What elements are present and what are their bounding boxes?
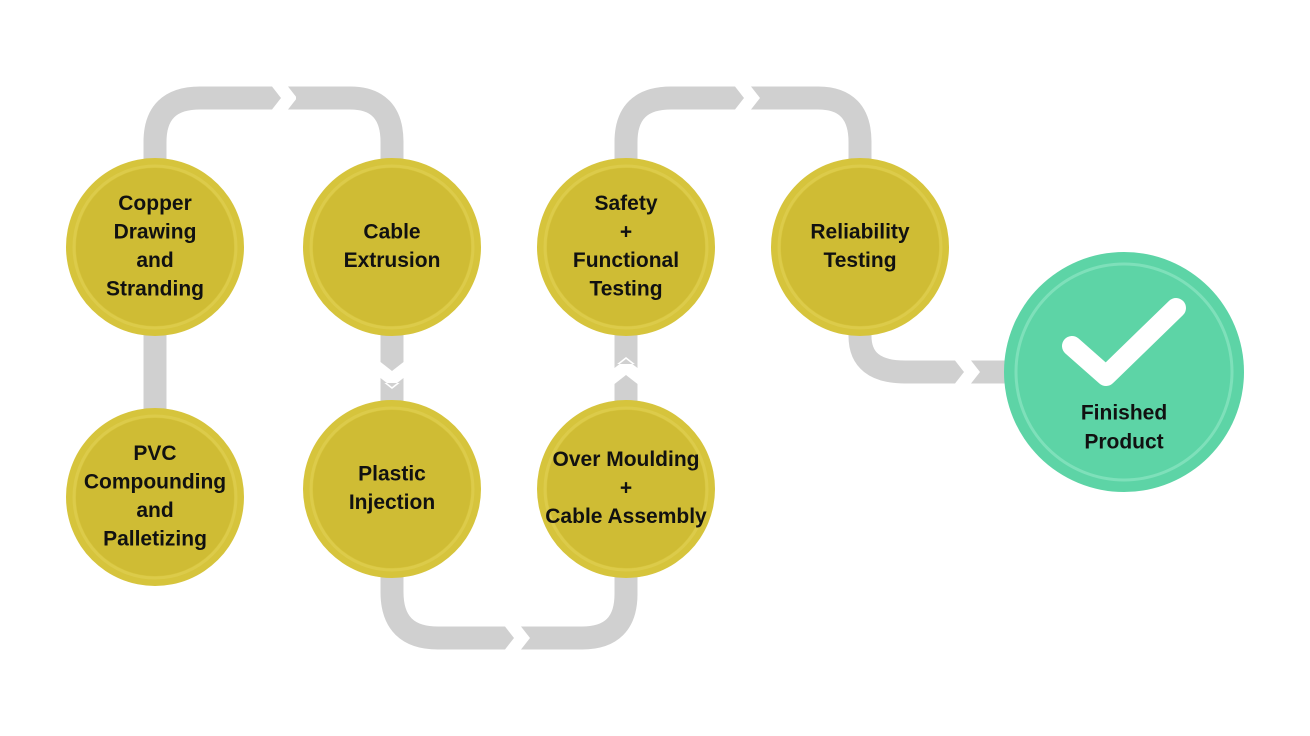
arrow-tail-bottom xyxy=(521,626,545,650)
stage-circle-inner xyxy=(76,168,234,326)
arrow-head-final xyxy=(955,360,964,384)
checkmark-icon xyxy=(1062,298,1186,386)
stage-label-line: and xyxy=(136,249,173,272)
stage-label-line: Plastic xyxy=(358,462,426,485)
final-label-line: Finished xyxy=(1081,402,1167,425)
arrow-notch-up xyxy=(614,357,638,378)
stage-label-line: PVC xyxy=(133,442,176,465)
connector-layer xyxy=(143,86,1015,650)
stage-label-line: Compounding xyxy=(84,470,226,493)
stage-circle-inner xyxy=(547,410,705,568)
connector-injection-to-moulding-right xyxy=(544,570,638,650)
connector-safety-to-reliability-left xyxy=(614,86,735,170)
final-circle-ring xyxy=(1014,262,1234,482)
stage-label-line: Drawing xyxy=(114,220,197,243)
stage-label-line: Copper xyxy=(118,192,192,215)
arrow-tail-2 xyxy=(751,86,775,110)
final-label-line: Product xyxy=(1084,431,1163,454)
stage-circle-ring xyxy=(777,164,943,330)
stage-circle-ring xyxy=(72,414,238,580)
stage-circle-ring xyxy=(309,164,475,330)
stage-label-line: Testing xyxy=(589,277,662,300)
arrow-notch xyxy=(288,86,297,110)
arrow-tail-up xyxy=(614,359,638,368)
stage-circle-ring xyxy=(543,406,709,572)
stage-label-line: Stranding xyxy=(106,277,204,300)
connector-copper-to-extrusion-left xyxy=(143,86,272,170)
stage-circle-ring xyxy=(72,164,238,330)
connector-reliability-to-final xyxy=(848,330,955,384)
arrow-head-up xyxy=(614,375,638,384)
connector-injection-to-moulding-left xyxy=(380,570,505,650)
stage-circle-inner xyxy=(313,410,471,568)
stage-circle-inner xyxy=(781,168,939,326)
arrow-notch-down xyxy=(380,368,404,389)
arrow-head-down xyxy=(380,362,404,371)
stage-label-line: + xyxy=(620,477,632,500)
stage-circle-ring xyxy=(543,164,709,330)
stage-label-line: Injection xyxy=(349,491,435,514)
stage-label-line: + xyxy=(620,220,632,243)
connector-safety-to-reliability-right xyxy=(774,86,872,170)
stage-circle-inner xyxy=(76,418,234,576)
arrow-tail-down xyxy=(380,378,404,387)
stage-label-line: Cable Assembly xyxy=(545,505,707,528)
stage-label-line: Over Moulding xyxy=(553,448,700,471)
stage-label-line: Palletizing xyxy=(103,527,207,550)
stage-circle-ring xyxy=(309,406,475,572)
stage-label-line: Safety xyxy=(594,192,657,215)
stage-label-line: Reliability xyxy=(810,220,910,243)
stage-label-line: Extrusion xyxy=(344,249,441,272)
connector-copper-to-extrusion-right xyxy=(296,86,404,170)
stage-layer: CopperDrawingandStrandingPVCCompoundinga… xyxy=(66,158,949,586)
arrow-head-right-bottom xyxy=(505,626,514,650)
stage-circle-inner xyxy=(313,168,471,326)
stage-label-line: Cable xyxy=(363,220,420,243)
stage-over-moulding-cable-assembly: Over Moulding + Cable Assembly xyxy=(537,400,715,578)
arrow-tail xyxy=(288,86,310,110)
stage-label-line: Functional xyxy=(573,249,679,272)
arrow-tail-final xyxy=(971,360,1015,384)
arrow-head-right-2 xyxy=(735,86,744,110)
arrow-head-right xyxy=(272,86,281,110)
stage-circle-inner xyxy=(547,168,705,326)
stage-label-line: and xyxy=(136,499,173,522)
stage-label-line: Testing xyxy=(823,249,896,272)
